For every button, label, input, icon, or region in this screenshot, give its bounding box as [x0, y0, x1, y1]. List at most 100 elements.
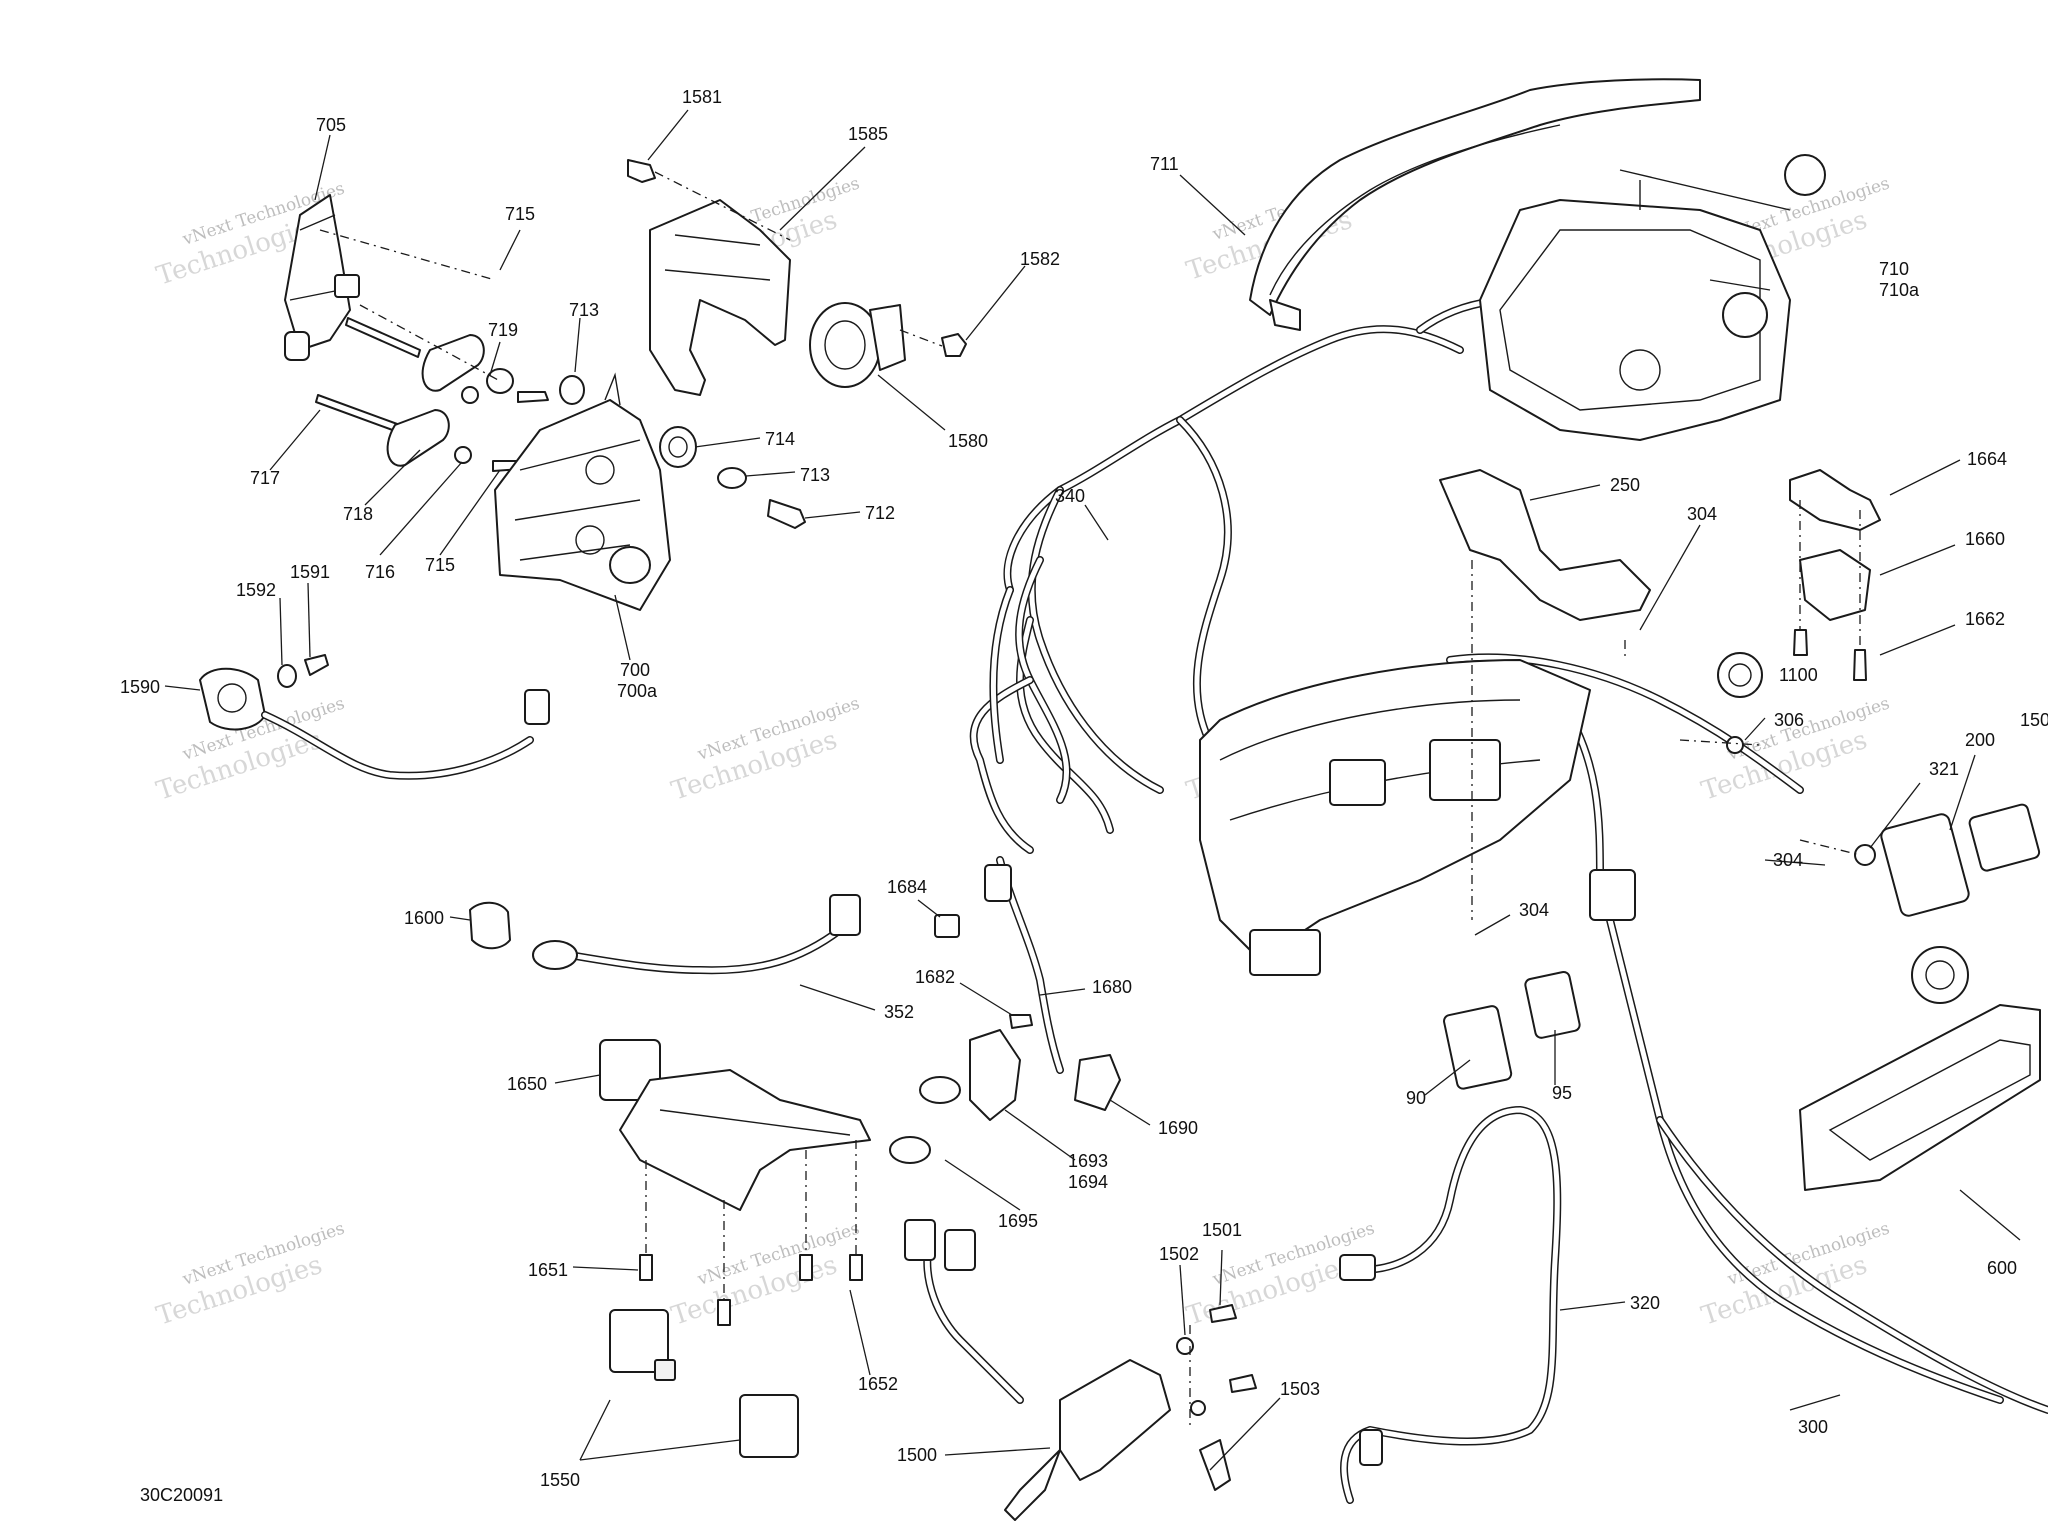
module-1660	[1799, 549, 1871, 621]
callout-90: 90	[1406, 1088, 1426, 1108]
callout-1660: 1660	[1965, 529, 2005, 549]
callout-300: 300	[1798, 1417, 1828, 1437]
headlight-adjuster	[1784, 154, 1826, 196]
bolt-717b	[345, 317, 421, 358]
callout-1503: 1503	[1280, 1379, 1320, 1399]
connector-block-b	[1249, 929, 1321, 976]
clip-1684	[934, 914, 960, 938]
callout-715b: 715	[425, 555, 455, 575]
main-wiring-harness	[969, 295, 2048, 1414]
sleeve-1695a	[919, 1076, 961, 1104]
spacer-719	[421, 334, 485, 392]
callout-1592: 1592	[236, 580, 276, 600]
callout-304c: 304	[1519, 900, 1549, 920]
plug-705	[284, 331, 310, 361]
callout-712: 712	[865, 503, 895, 523]
bracket-1664	[1789, 469, 1881, 531]
callout-1694: 1694	[1068, 1172, 1108, 1192]
fuse-box-700-socket	[609, 546, 651, 584]
callout-1582: 1582	[1020, 249, 1060, 269]
plug-1600	[532, 940, 578, 970]
fuse-box-700-hole	[585, 455, 615, 485]
connector-1500a	[904, 1219, 936, 1261]
callout-1652: 1652	[858, 1374, 898, 1394]
callout-1100: 1100	[1779, 665, 1818, 685]
sensor-group	[889, 856, 1121, 1164]
callout-200: 200	[1965, 730, 1995, 750]
connector-1500b	[944, 1229, 976, 1271]
relay-group	[599, 1039, 871, 1458]
spacer-718	[386, 409, 450, 467]
dashboard-console	[1199, 659, 1591, 961]
callout-1500: 1500	[897, 1445, 937, 1465]
horn-1580	[809, 302, 881, 388]
connector-320	[1339, 1254, 1376, 1281]
switch-90	[1443, 1005, 1513, 1090]
grommet-714	[659, 426, 697, 468]
screw-1501	[1209, 1304, 1237, 1323]
callout-718: 718	[343, 504, 373, 524]
callout-1682: 1682	[915, 967, 955, 987]
callout-1680: 1680	[1092, 977, 1132, 997]
headlight-assembly	[1249, 78, 1826, 441]
callout-320: 320	[1630, 1293, 1660, 1313]
callout-1600: 1600	[404, 908, 444, 928]
relay-bracket-connector	[1589, 869, 1636, 921]
socket-1100	[1717, 652, 1763, 698]
bolt-1662b	[1793, 629, 1808, 656]
horn-assembly	[627, 159, 967, 396]
callout-340: 340	[1055, 486, 1085, 506]
switch-cluster-200	[1880, 813, 1970, 917]
headlight-connector	[1722, 292, 1768, 338]
callout-1684: 1684	[887, 877, 927, 897]
washer-713a	[486, 368, 514, 394]
sleeve-1695b	[889, 1136, 931, 1164]
callout-304: 304	[1687, 504, 1717, 524]
nut-321	[1854, 844, 1876, 866]
horn-bracket-1585	[649, 199, 791, 396]
callout-1664: 1664	[1967, 449, 2007, 469]
bolt-1503	[1229, 1374, 1257, 1393]
callout-1502: 1502	[1159, 1244, 1199, 1264]
callout-352: 352	[884, 1002, 914, 1022]
socket-1600	[469, 901, 511, 950]
sensor-1690	[1074, 1054, 1121, 1111]
bolt-717	[315, 394, 401, 433]
screw-1652a	[799, 1254, 813, 1281]
dashboard-frame	[1199, 469, 2041, 1191]
screw-1682	[1009, 1014, 1033, 1029]
callout-1693: 1693	[1068, 1151, 1108, 1171]
callout-250: 250	[1610, 475, 1640, 495]
leader-lines	[164, 109, 2021, 1471]
callout-705: 705	[316, 115, 346, 135]
callout-710a: 710a	[1879, 280, 1920, 300]
switch-150	[1968, 803, 2041, 872]
callout-95: 95	[1552, 1083, 1572, 1103]
accessory-harnesses	[199, 654, 861, 975]
screw-1652b	[849, 1254, 863, 1281]
trim-711	[1249, 78, 1701, 316]
bolt-1591	[304, 654, 329, 676]
nut-713	[559, 375, 585, 405]
callout-1651: 1651	[528, 1260, 568, 1280]
screw-1652c	[717, 1299, 731, 1326]
screw-715	[517, 391, 549, 403]
callout-1581: 1581	[682, 87, 722, 107]
callout-1690: 1690	[1158, 1118, 1198, 1138]
callout-1591: 1591	[290, 562, 330, 582]
callout-600: 600	[1987, 1258, 2017, 1278]
throttle-assembly	[904, 1106, 1562, 1521]
washer-716b	[454, 446, 472, 464]
callout-715: 715	[505, 204, 535, 224]
callout-1580: 1580	[948, 431, 988, 451]
callout-713b: 713	[800, 465, 830, 485]
throttle-1500	[1059, 1359, 1171, 1481]
callout-710: 710	[1879, 259, 1909, 279]
callout-1585: 1585	[848, 124, 888, 144]
callout-304b: 304	[1773, 850, 1803, 870]
bolt-1581	[627, 159, 656, 183]
callout-306: 306	[1774, 710, 1804, 730]
connector-352	[829, 894, 861, 936]
connector-1590	[524, 689, 550, 725]
